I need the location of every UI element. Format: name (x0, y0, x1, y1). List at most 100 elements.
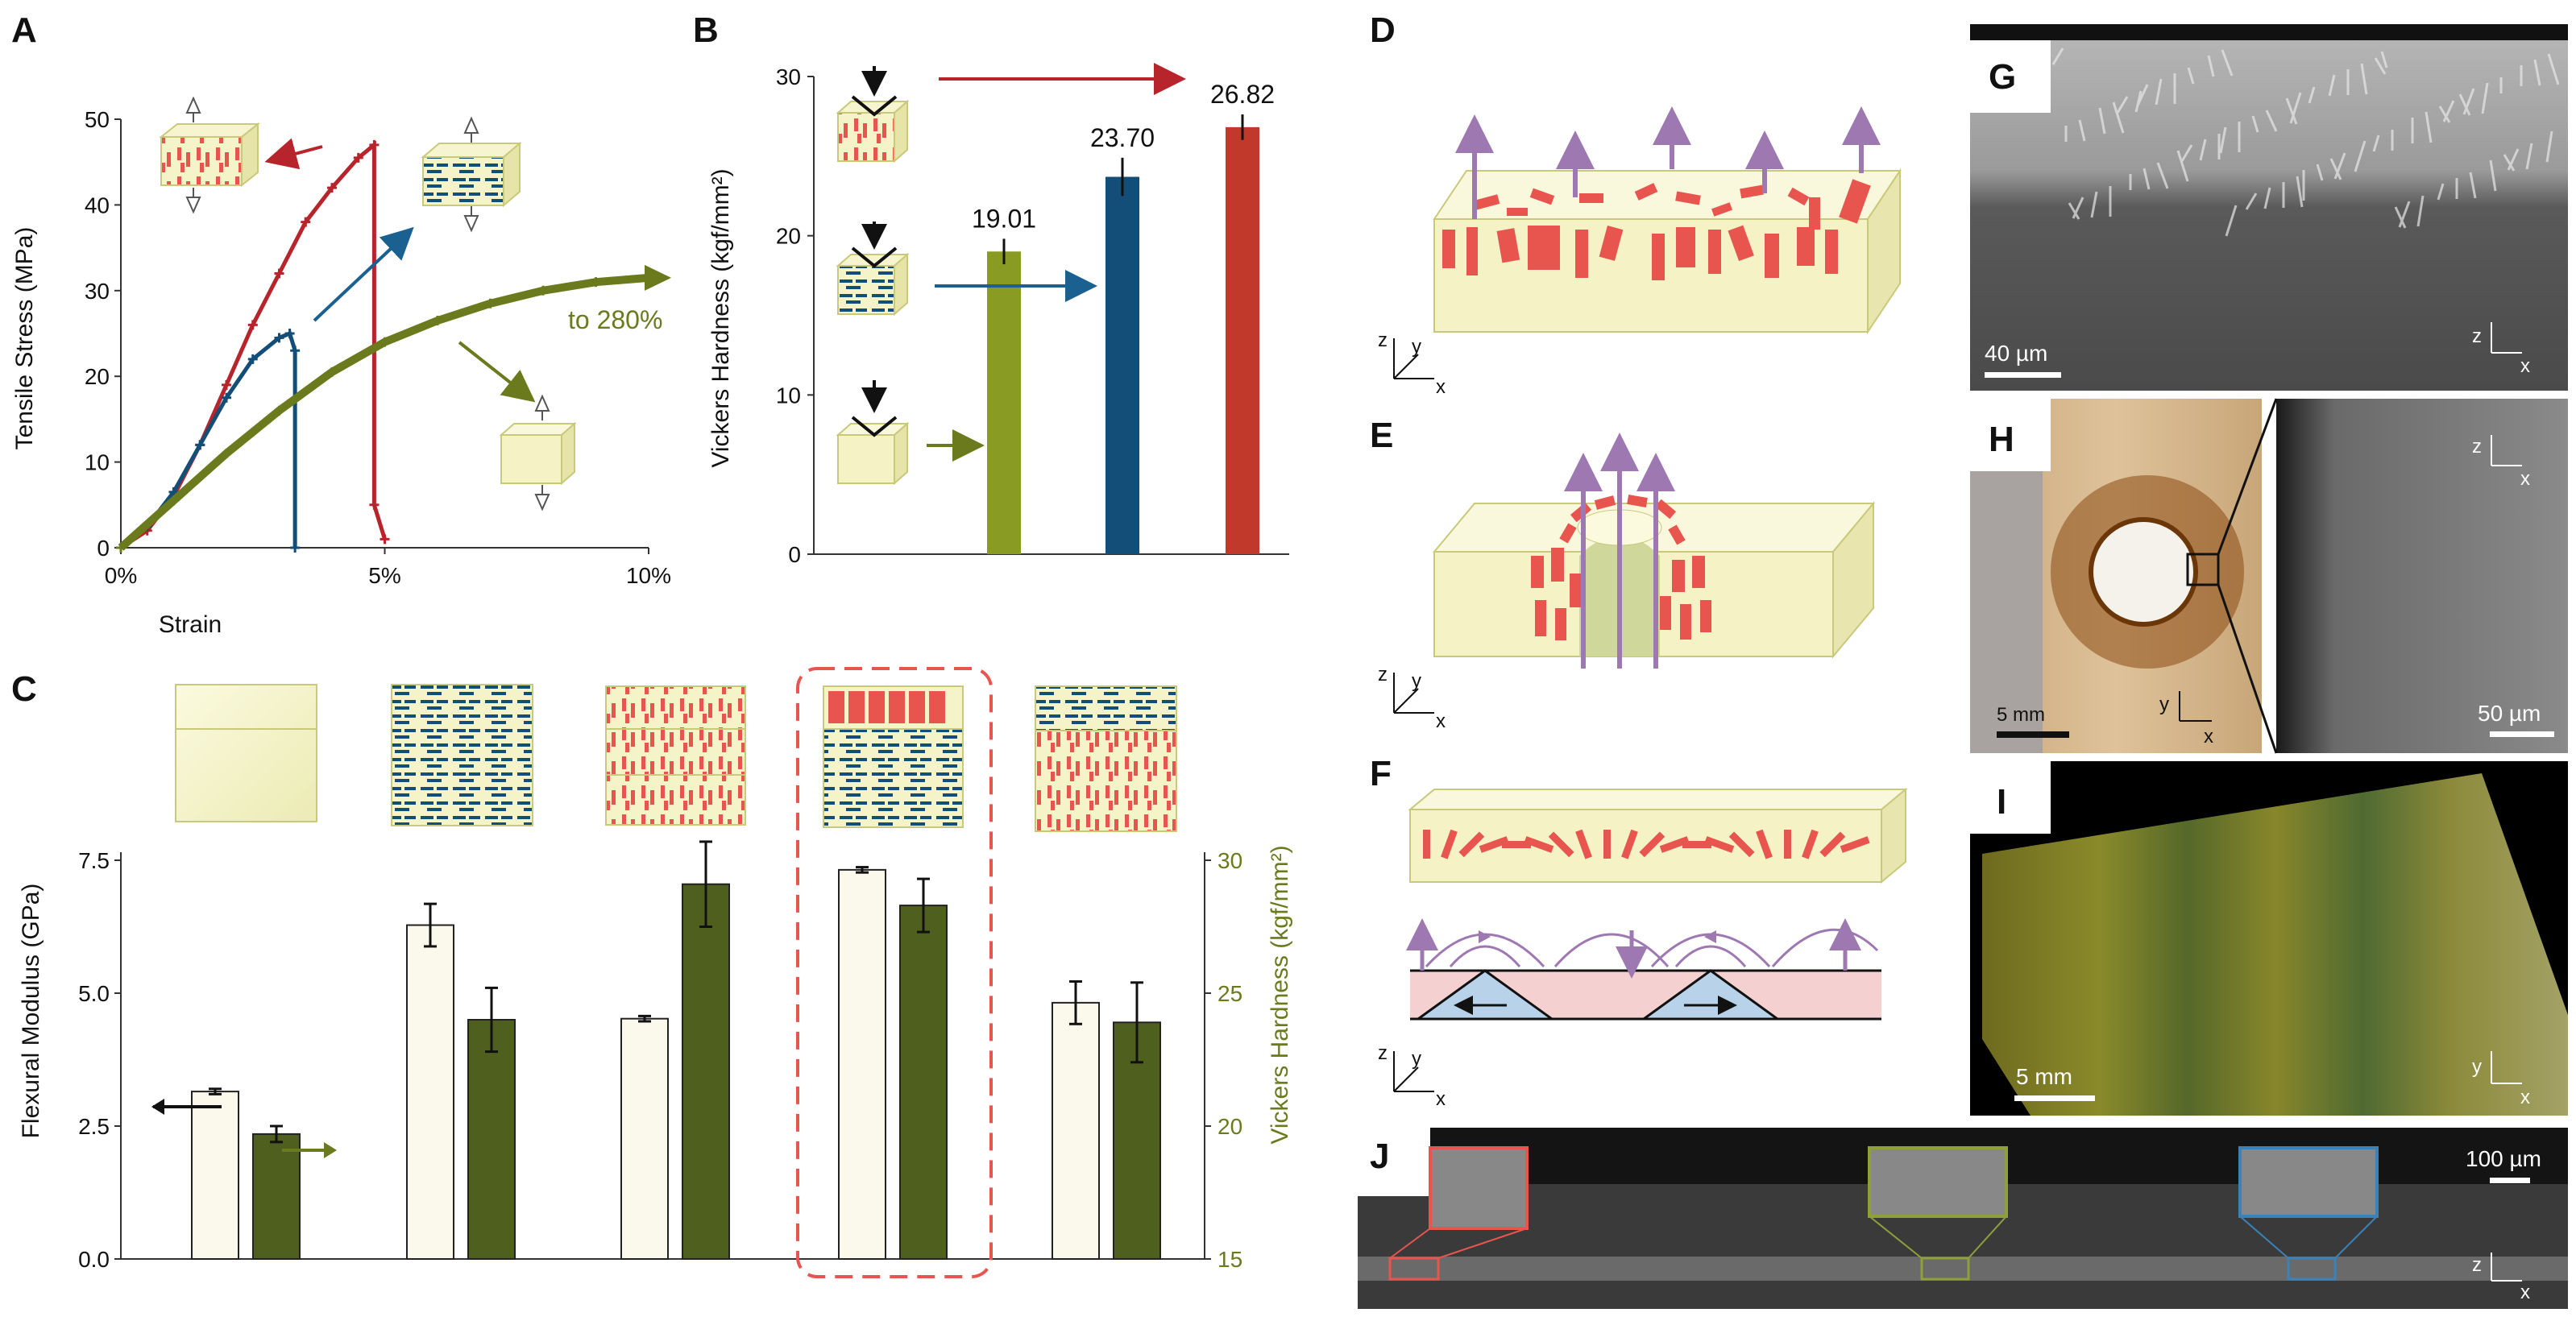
panel-label-c: C (11, 669, 37, 709)
scale-h1-bar (1997, 731, 2069, 738)
sem-texture-line (2251, 115, 2259, 133)
panel-f-platelet (1802, 829, 1819, 859)
sem-texture-line (2263, 187, 2271, 209)
panel-f: F z y x (1370, 754, 1908, 1110)
chart-c-bar-modulus (838, 868, 886, 1260)
sem-texture-line (2116, 96, 2129, 114)
panel-label-h: H (1989, 420, 2014, 459)
chart-a-xtick-label: 10% (626, 563, 671, 588)
structure-inset-3 (605, 685, 746, 826)
chart-c-ltick-label: 7.5 (78, 848, 110, 873)
axes-d-x: x (1436, 376, 1446, 398)
chart-c-rtick-label: 25 (1217, 981, 1242, 1006)
axes-h1 (2179, 691, 2212, 722)
chart-b-ytick-label: 10 (776, 383, 801, 408)
axes-f (1393, 1051, 1434, 1092)
chart-a-point-green (485, 298, 496, 309)
chart-a-point-blue (195, 440, 205, 450)
chart-b-bar (1226, 126, 1259, 554)
sem-texture-line (2221, 49, 2234, 77)
sem-texture-line (2547, 53, 2560, 85)
sem-texture-line (2225, 205, 2238, 237)
sem-texture-line (2068, 202, 2080, 220)
structure-inset-1 (175, 684, 317, 822)
chart-a-point-red (353, 152, 363, 163)
axes-h2 (2491, 435, 2522, 466)
sem-texture-line (2155, 78, 2163, 106)
chart-c-bar-modulus (406, 924, 454, 1261)
chart-c-ltick-label: 0.0 (78, 1247, 110, 1272)
panel-label-i: I (1997, 782, 2006, 822)
sem-texture-line (2458, 93, 2471, 116)
axes-f-z: z (1378, 1042, 1388, 1064)
chart-b-bar (1105, 176, 1139, 554)
sem-texture-line (2503, 154, 2516, 172)
axes-f-y: y (1412, 1048, 1421, 1070)
panel-label-d: D (1370, 10, 1396, 50)
sem-texture-line (2442, 100, 2455, 122)
sem-texture-line (2481, 82, 2489, 114)
sem-texture-line (2285, 97, 2298, 125)
axes-h2-x: x (2520, 468, 2530, 490)
chart-a-point-green (222, 448, 231, 458)
panel-f-platelet (1704, 836, 1735, 853)
sem-texture-line (2296, 176, 2304, 208)
chart-c-rtick-label: 20 (1217, 1114, 1242, 1139)
panel-f-platelet (1621, 829, 1638, 859)
sem-texture-line (2437, 183, 2445, 201)
chart-a-ytick-label: 0 (97, 536, 110, 561)
cube-red-inset (159, 96, 260, 214)
axes-h2-z: z (2472, 436, 2482, 458)
panel-f-platelet (1423, 830, 1430, 859)
chart-c-bar-modulus (620, 1017, 669, 1261)
panel-f-platelet (1502, 841, 1531, 848)
panel-f-platelet (1659, 836, 1690, 853)
chart-a-xtick-label: 0% (105, 563, 137, 588)
indenter-red-inset (836, 66, 910, 164)
panel-e: E z y x (1370, 416, 1876, 732)
panel-f-platelet (1458, 831, 1485, 858)
chart-a-point-red (301, 217, 311, 227)
axes-j-x: x (2520, 1282, 2530, 1303)
axes-d-z: z (1378, 329, 1388, 351)
chart-a-point-green (327, 366, 337, 377)
chart-c-ylabel-left: Flexural Modulus (GPa) (18, 884, 44, 1139)
chart-a-xlabel: Strain (159, 611, 222, 638)
chart-a-ytick-label: 50 (85, 107, 110, 132)
panel-f-platelet (1575, 829, 1592, 859)
sem-texture-line (2072, 197, 2084, 219)
chart-a-point-green (433, 316, 442, 326)
chart-a-point-red (247, 320, 258, 330)
scale-j-bar (2490, 1178, 2530, 1183)
sem-texture-line (2372, 135, 2380, 152)
highlight-box (796, 667, 993, 1278)
sem-texture-line (2489, 159, 2497, 192)
sem-texture-line (2354, 140, 2367, 172)
chart-a-point-blue (247, 354, 258, 364)
sem-texture-line (2156, 162, 2169, 189)
panel-f-platelet (1603, 830, 1611, 859)
chart-a-xtick-label: 5% (368, 563, 400, 588)
chart-c-bar-hardness (899, 905, 948, 1260)
sem-texture-line (2245, 193, 2258, 210)
chart-b-value-label: 19.01 (972, 204, 1036, 233)
panel-f-platelet (1840, 836, 1870, 853)
chart-a-ylabel: Tensile Stress (MPa) (11, 227, 38, 450)
chart-c-ltick-label: 2.5 (78, 1114, 110, 1139)
axes-g-z: z (2472, 325, 2482, 347)
chart-a-point-red (369, 139, 380, 150)
sem-texture-line (2112, 101, 2125, 134)
chart-a-point-red (369, 499, 380, 510)
sem-texture-line (2438, 106, 2451, 123)
panel-f-platelet (1728, 831, 1755, 858)
sem-texture-line (2219, 126, 2227, 154)
chart-c-rtick-label: 30 (1217, 848, 1242, 873)
axes-d-y: y (1412, 336, 1421, 358)
chart-b-value-label: 26.82 (1210, 80, 1275, 109)
sem-texture-line (2051, 48, 2064, 65)
scale-g-label: 40 µm (1985, 341, 2047, 366)
chart-c-rtick-label: 15 (1217, 1247, 1242, 1272)
chart-a-point-green (591, 277, 601, 288)
chart-c-bar-modulus (191, 1091, 239, 1260)
